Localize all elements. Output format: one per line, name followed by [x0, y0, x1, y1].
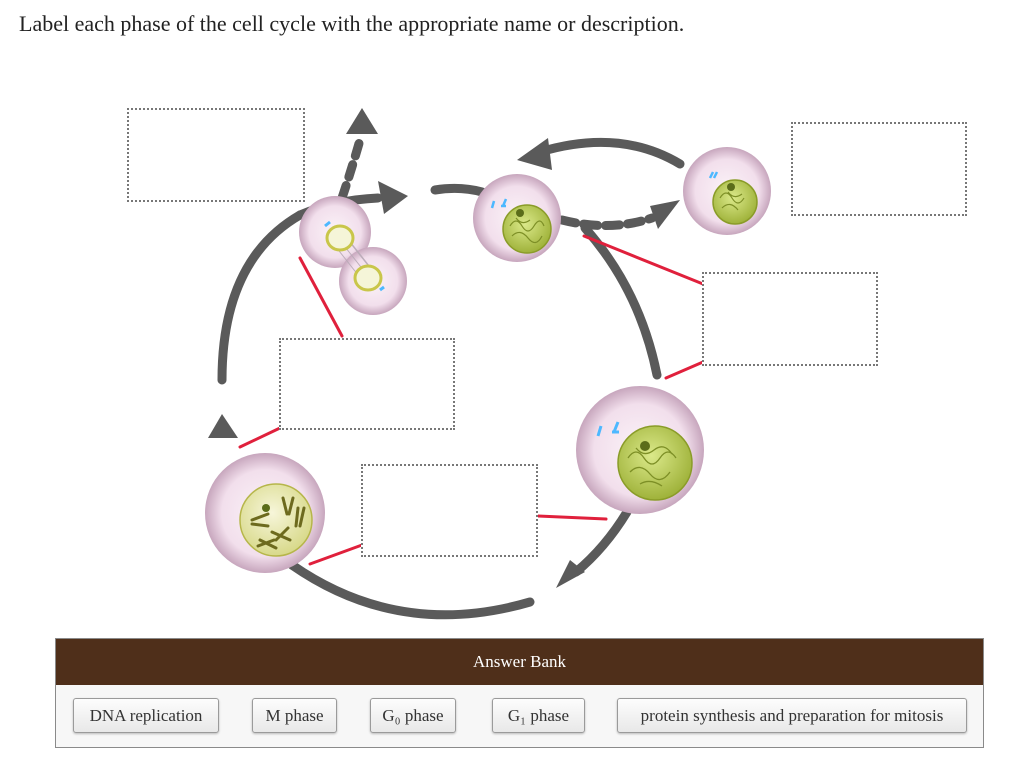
leader-line-3 [664, 360, 705, 380]
chromosome-marker-icon [490, 198, 508, 209]
cell-g1 [473, 174, 561, 262]
cell-prophase [205, 453, 325, 573]
answer-bank: Answer Bank DNA replication M phase G₀ p… [55, 638, 984, 748]
arrowhead-left [208, 414, 238, 438]
cell-mitosis [299, 196, 407, 315]
answer-chip-protein-synthesis[interactable]: protein synthesis and preparation for mi… [617, 698, 967, 733]
arrowhead-top-left [378, 181, 408, 214]
leader-lines [238, 234, 705, 566]
cycle-arc-top [430, 183, 487, 197]
leader-line-1 [298, 256, 344, 338]
label-dropzone-top-right[interactable] [791, 122, 967, 216]
chromosome-marker-icon [708, 171, 719, 179]
cell-g0 [683, 147, 771, 235]
arrowhead-g0-entry [650, 200, 680, 229]
leader-line-2 [582, 234, 705, 286]
answer-chip-dna-replication[interactable]: DNA replication [73, 698, 219, 733]
arrowhead-lower-right [556, 560, 585, 588]
arrowhead-g0-return [517, 138, 552, 170]
label-dropzone-top-left[interactable] [127, 108, 305, 202]
leader-line-5 [536, 514, 608, 521]
label-dropzone-center-bottom[interactable] [361, 464, 538, 557]
arrowhead-exit [346, 108, 378, 134]
label-dropzone-center-left[interactable] [279, 338, 455, 430]
cell-s-phase [576, 386, 704, 514]
cell-cycle-diagram [205, 108, 771, 620]
question-prompt: Label each phase of the cell cycle with … [19, 11, 685, 36]
leader-line-6 [308, 543, 364, 566]
g0-exit-dashes [557, 213, 657, 230]
chromosome-marker-icon [596, 421, 620, 437]
exit-dashes [337, 135, 365, 203]
answer-chip-m-phase[interactable]: M phase [252, 698, 337, 733]
chromosome-marker-icon [324, 220, 385, 292]
label-dropzone-right[interactable] [702, 272, 878, 366]
answer-chip-g1-phase[interactable]: G₁ phase [492, 698, 585, 733]
arrow-heads [208, 108, 680, 588]
cycle-arc-bottom [287, 560, 535, 620]
answer-chip-g0-phase[interactable]: G₀ phase [370, 698, 456, 733]
g0-arc [535, 137, 685, 169]
leader-line-4 [238, 426, 282, 449]
answer-bank-items: DNA replication M phase G₀ phase G₁ phas… [56, 685, 983, 747]
cycle-arc-left [217, 210, 305, 385]
cycle-arc-lower-right [571, 507, 632, 577]
answer-bank-title: Answer Bank [56, 639, 983, 685]
